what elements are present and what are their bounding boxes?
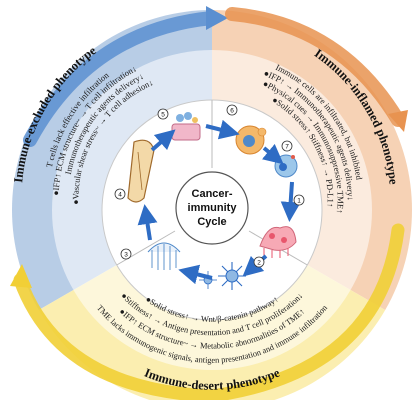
svg-text:3: 3 xyxy=(124,252,128,259)
step-4: 4 xyxy=(114,188,126,200)
center-line-3: Cycle xyxy=(197,216,226,228)
svg-text:6: 6 xyxy=(230,108,234,115)
center-line-2: immunity xyxy=(188,202,238,214)
lymph-node-icon xyxy=(147,242,181,270)
center-circle xyxy=(175,171,249,245)
excluded-arrowhead xyxy=(206,6,228,30)
cancer-cell-icon xyxy=(235,125,267,155)
svg-text:7: 7 xyxy=(285,144,289,151)
blood-vessel-icon xyxy=(127,139,155,203)
t-cell-icon xyxy=(171,112,201,141)
step-6: 6 xyxy=(226,104,238,116)
step-5: 5 xyxy=(157,108,169,120)
tumor-antigen-icon xyxy=(274,154,298,178)
step-3: 3 xyxy=(120,248,132,260)
inflamed-arrow xyxy=(225,7,405,127)
desert-arrow xyxy=(13,223,405,400)
step-2: 2 xyxy=(253,256,265,268)
cycle-flow xyxy=(137,119,301,285)
excluded-arrow xyxy=(23,11,219,147)
svg-text:5: 5 xyxy=(161,112,165,119)
desert-arrowhead xyxy=(10,264,32,288)
svg-text:2: 2 xyxy=(257,260,261,267)
svg-text:1: 1 xyxy=(297,198,301,205)
inflamed-arrowhead xyxy=(388,110,408,132)
step-7: 7 xyxy=(281,140,293,152)
center-line-1: Cancer- xyxy=(192,188,233,200)
svg-text:4: 4 xyxy=(118,192,122,199)
step-1: 1 xyxy=(293,194,305,206)
tumor-tissue-icon xyxy=(259,226,297,258)
